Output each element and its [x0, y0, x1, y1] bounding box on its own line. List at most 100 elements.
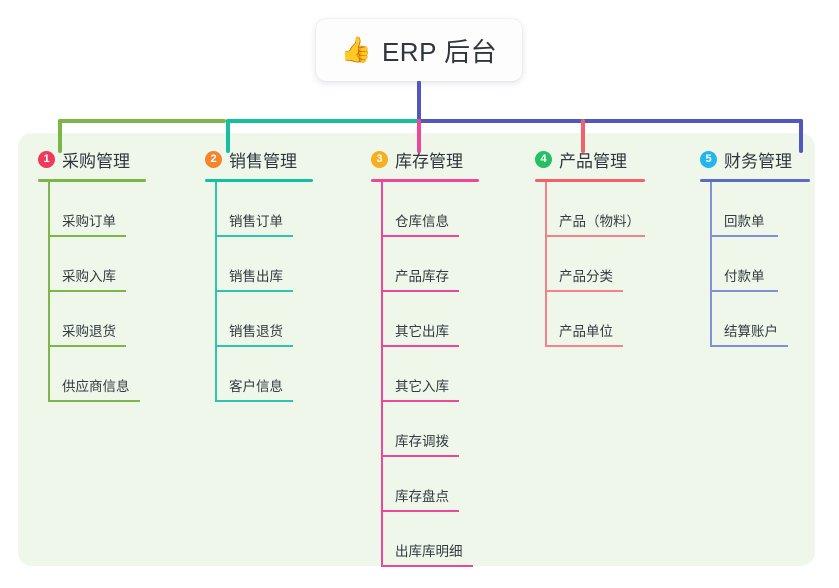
- leaf-item[interactable]: 产品（物料）: [535, 182, 645, 237]
- leaf-item[interactable]: 客户信息: [205, 347, 313, 402]
- thumbs-up-icon: 👍: [340, 35, 372, 64]
- leaf-spine: [545, 182, 547, 347]
- bus-drop-product: [581, 119, 585, 153]
- branch-header-rule: [371, 179, 479, 182]
- branch-number-badge: 5: [700, 150, 717, 168]
- leaf-item[interactable]: 采购退货: [38, 292, 146, 347]
- root-stem-connector: [417, 81, 421, 121]
- leaf-item[interactable]: 出库库明细: [371, 512, 479, 567]
- leaf-item[interactable]: 销售退货: [205, 292, 313, 347]
- leaf-label: 回款单: [724, 214, 765, 229]
- leaf-list-inventory: 仓库信息产品库存其它出库其它入库库存调拨库存盘点出库库明细: [371, 182, 479, 567]
- leaf-item[interactable]: 采购入库: [38, 237, 146, 292]
- branch-title: 销售管理: [229, 151, 297, 171]
- leaf-item[interactable]: 销售订单: [205, 182, 313, 237]
- leaf-label: 客户信息: [229, 379, 283, 394]
- leaf-label: 采购入库: [62, 269, 116, 284]
- leaf-label: 采购订单: [62, 214, 116, 229]
- leaf-label: 付款单: [724, 269, 765, 284]
- leaf-label: 产品库存: [395, 269, 449, 284]
- branch-header-rule: [38, 179, 146, 182]
- leaf-item[interactable]: 仓库信息: [371, 182, 479, 237]
- leaf-label: 采购退货: [62, 324, 116, 339]
- leaf-item[interactable]: 其它出库: [371, 292, 479, 347]
- branch-number-badge: 1: [38, 150, 55, 168]
- leaf-rule: [381, 345, 459, 347]
- leaf-item[interactable]: 库存盘点: [371, 457, 479, 512]
- branch-title: 产品管理: [559, 151, 627, 171]
- leaf-item[interactable]: 回款单: [700, 182, 810, 237]
- branch-header-finance[interactable]: 5 财务管理: [700, 146, 810, 172]
- leaf-label: 出库库明细: [395, 544, 463, 559]
- branch-column-inventory: 3 库存管理仓库信息产品库存其它出库其它入库库存调拨库存盘点出库库明细: [371, 146, 479, 567]
- leaf-label: 其它出库: [395, 324, 449, 339]
- leaf-rule: [215, 235, 293, 237]
- bus-drop-inventory: [417, 119, 421, 153]
- leaf-rule: [48, 400, 140, 402]
- leaf-item[interactable]: 采购订单: [38, 182, 146, 237]
- bus-drop-purchase: [58, 119, 62, 153]
- leaf-item[interactable]: 其它入库: [371, 347, 479, 402]
- branch-title: 财务管理: [724, 151, 792, 171]
- root-node[interactable]: 👍 ERP 后台: [316, 19, 522, 81]
- leaf-rule: [710, 345, 788, 347]
- leaf-item[interactable]: 供应商信息: [38, 347, 146, 402]
- leaf-rule: [545, 235, 645, 237]
- bus-drop-finance: [799, 119, 803, 153]
- leaf-label: 销售订单: [229, 214, 283, 229]
- leaf-rule: [215, 290, 293, 292]
- leaf-label: 产品分类: [559, 269, 613, 284]
- branch-number-badge: 3: [371, 150, 388, 168]
- bus-segment-teal: [226, 119, 419, 123]
- leaf-item[interactable]: 库存调拨: [371, 402, 479, 457]
- leaf-rule: [381, 565, 473, 567]
- leaf-item[interactable]: 付款单: [700, 237, 810, 292]
- branches-panel: [18, 133, 815, 566]
- leaf-list-sales: 销售订单销售出库销售退货客户信息: [205, 182, 313, 402]
- branch-header-sales[interactable]: 2 销售管理: [205, 146, 313, 172]
- leaf-rule: [215, 400, 293, 402]
- bus-segment-green: [58, 119, 226, 123]
- leaf-label: 销售退货: [229, 324, 283, 339]
- leaf-item[interactable]: 结算账户: [700, 292, 810, 347]
- branch-column-product: 4 产品管理产品（物料） 产品分类产品单位: [535, 146, 645, 347]
- branch-header-rule: [205, 179, 313, 182]
- leaf-label: 供应商信息: [62, 379, 130, 394]
- leaf-list-purchase: 采购订单采购入库采购退货供应商信息: [38, 182, 146, 402]
- leaf-label: 产品（物料）: [559, 214, 640, 229]
- leaf-rule: [381, 510, 459, 512]
- leaf-rule: [48, 235, 126, 237]
- leaf-rule: [215, 345, 293, 347]
- leaf-list-finance: 回款单付款单结算账户: [700, 182, 810, 347]
- leaf-label: 其它入库: [395, 379, 449, 394]
- leaf-item[interactable]: 产品库存: [371, 237, 479, 292]
- branch-header-rule: [535, 179, 645, 182]
- bus-segment-blue: [419, 119, 803, 123]
- leaf-item[interactable]: 产品单位: [535, 292, 645, 347]
- leaf-label: 库存盘点: [395, 489, 449, 504]
- branch-column-finance: 5 财务管理回款单付款单结算账户: [700, 146, 810, 347]
- branch-title: 库存管理: [395, 151, 463, 171]
- leaf-rule: [381, 235, 459, 237]
- leaf-spine: [710, 182, 712, 347]
- leaf-rule: [710, 235, 778, 237]
- branch-header-inventory[interactable]: 3 库存管理: [371, 146, 479, 172]
- leaf-label: 销售出库: [229, 269, 283, 284]
- leaf-spine: [381, 182, 383, 567]
- branch-number-badge: 2: [205, 150, 222, 168]
- leaf-rule: [48, 345, 126, 347]
- branch-number-badge: 4: [535, 150, 552, 168]
- root-title: ERP 后台: [381, 36, 498, 67]
- leaf-item[interactable]: 销售出库: [205, 237, 313, 292]
- leaf-spine: [48, 182, 50, 402]
- leaf-rule: [710, 290, 778, 292]
- leaf-label: 库存调拨: [395, 434, 449, 449]
- leaf-item[interactable]: 产品分类: [535, 237, 645, 292]
- bus-drop-sales: [226, 119, 230, 153]
- leaf-rule: [381, 400, 459, 402]
- branch-header-product[interactable]: 4 产品管理: [535, 146, 645, 172]
- leaf-label: 结算账户: [724, 324, 778, 339]
